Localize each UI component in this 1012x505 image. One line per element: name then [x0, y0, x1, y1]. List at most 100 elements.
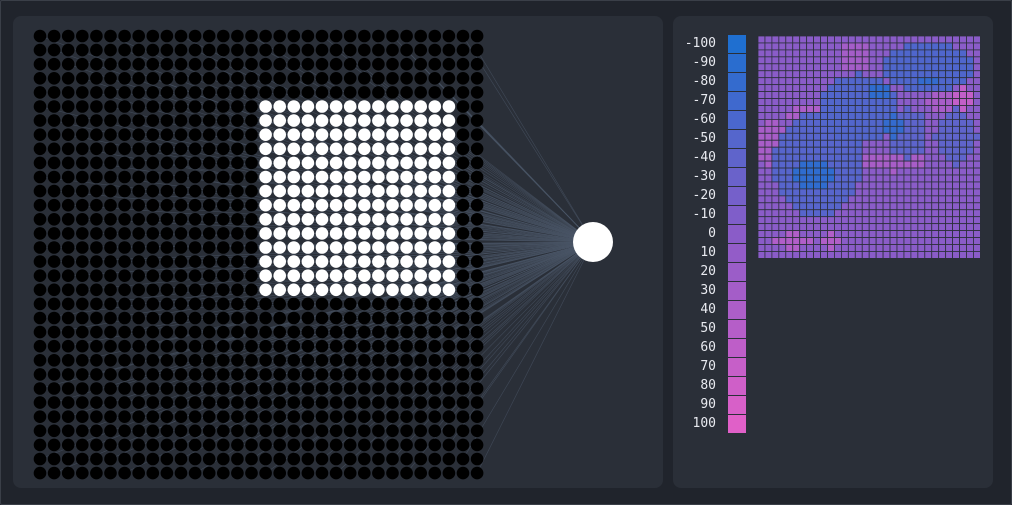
heatmap-cell — [952, 132, 960, 141]
heatmap-cell — [966, 216, 974, 225]
connection-line — [448, 241, 594, 375]
input-neuron — [146, 43, 160, 57]
input-neuron — [343, 325, 357, 339]
heatmap-cell — [952, 188, 960, 197]
input-neuron-active — [259, 198, 272, 212]
input-neuron — [456, 43, 470, 57]
heatmap-cell — [861, 244, 870, 252]
input-neuron — [358, 466, 371, 480]
heatmap-cell — [868, 230, 877, 238]
heatmap-cell — [882, 63, 891, 72]
input-neuron — [47, 354, 61, 367]
input-neuron — [315, 438, 329, 452]
input-neuron — [118, 339, 131, 353]
heatmap-cell — [917, 119, 926, 127]
heatmap-cell — [834, 237, 842, 245]
input-neuron-active — [372, 255, 385, 268]
input-neuron — [456, 311, 470, 325]
heatmap-cell — [778, 160, 787, 169]
input-neuron — [90, 100, 103, 113]
input-neuron — [217, 128, 230, 141]
input-neuron — [132, 213, 145, 226]
heatmap-cell — [840, 63, 849, 72]
input-neuron — [188, 57, 202, 71]
heatmap-cell — [875, 188, 884, 197]
heatmap-cell — [938, 91, 947, 99]
input-neuron — [33, 72, 47, 85]
heatmap-cell — [882, 195, 891, 204]
input-neuron — [33, 29, 47, 43]
heatmap-cell — [903, 237, 912, 245]
input-neuron-active — [372, 100, 385, 113]
input-neuron — [329, 72, 343, 85]
heatmap-cell — [896, 56, 905, 65]
heatmap-cell — [813, 188, 821, 197]
input-neuron — [287, 72, 301, 85]
heatmap-cell — [813, 181, 821, 190]
heatmap-cell — [827, 181, 835, 190]
input-neuron — [132, 297, 145, 311]
heatmap-cell — [903, 202, 912, 211]
input-neuron — [174, 452, 188, 466]
input-neuron-active — [372, 142, 385, 156]
input-neuron-active — [301, 213, 315, 226]
input-neuron-active — [428, 114, 442, 127]
heatmap-cell — [973, 244, 981, 252]
colorbar-tick-label: -20 — [692, 188, 716, 203]
input-neuron — [358, 57, 371, 71]
heatmap-cell — [792, 119, 801, 127]
input-neuron — [118, 227, 131, 240]
input-neuron — [372, 452, 385, 466]
heatmap-cell — [959, 70, 967, 79]
input-neuron — [160, 466, 174, 480]
heatmap-cell — [910, 42, 919, 51]
heatmap-cell — [938, 160, 947, 169]
heatmap-cell — [806, 119, 814, 127]
input-neuron — [188, 283, 202, 297]
input-neuron — [231, 354, 244, 367]
heatmap-cell — [757, 244, 766, 252]
input-neuron-active — [400, 283, 413, 297]
heatmap-cell — [924, 98, 933, 106]
heatmap-cell — [806, 160, 814, 169]
input-neuron — [118, 269, 131, 282]
heatmap-cell — [952, 167, 960, 176]
heatmap-cell — [896, 146, 905, 155]
input-neuron — [104, 368, 117, 381]
heatmap-cell — [875, 98, 884, 106]
input-neuron — [33, 184, 47, 198]
heatmap-cell — [952, 98, 960, 106]
input-neuron — [202, 198, 216, 212]
input-neuron-active — [386, 100, 399, 113]
heatmap-cell — [917, 223, 926, 231]
input-neuron — [188, 438, 202, 452]
heatmap-cell — [889, 49, 898, 58]
input-neuron-active — [259, 283, 272, 297]
input-neuron — [442, 410, 456, 424]
input-neuron — [61, 424, 75, 438]
input-neuron — [372, 396, 385, 409]
input-neuron-active — [259, 227, 272, 240]
heatmap-cell — [820, 195, 828, 204]
input-neuron — [61, 269, 75, 282]
heatmap-cell — [840, 98, 849, 106]
input-neuron — [146, 57, 160, 71]
input-neuron — [273, 438, 287, 452]
input-neuron — [386, 43, 399, 57]
heatmap-cell — [910, 202, 919, 211]
heatmap-cell — [827, 244, 835, 252]
heatmap-cell — [896, 77, 905, 86]
heatmap-cell — [903, 153, 912, 162]
input-neuron — [259, 297, 272, 311]
heatmap-cell — [757, 112, 766, 120]
input-neuron — [287, 311, 301, 325]
heatmap-cell — [875, 167, 884, 176]
heatmap-cell — [799, 174, 808, 183]
input-neuron — [132, 241, 145, 254]
input-neuron — [90, 241, 103, 254]
heatmap-cell — [834, 146, 842, 155]
input-neuron — [118, 156, 131, 170]
input-neuron-active — [414, 255, 428, 268]
heatmap-cell — [799, 202, 808, 211]
heatmap-cell — [861, 139, 870, 148]
